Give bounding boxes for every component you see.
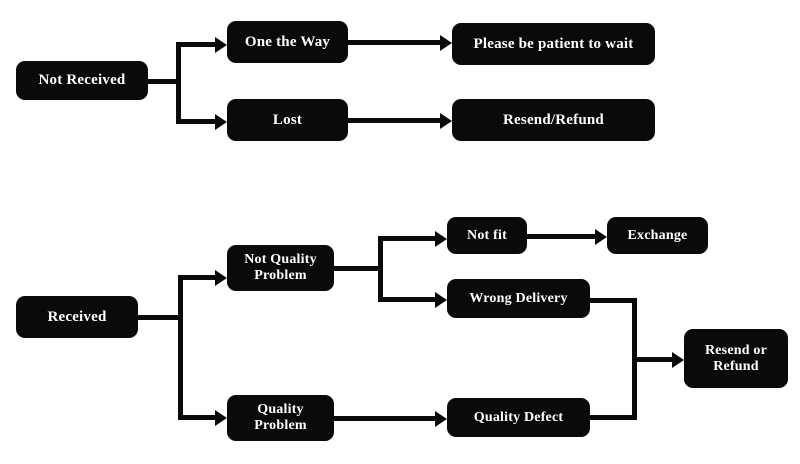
node-not-quality-problem[interactable]: Not Quality Problem	[227, 245, 334, 291]
arrowhead-to-lost	[215, 113, 227, 130]
arrowhead-to-quality-defect	[435, 410, 447, 427]
connector-wrong-delivery-merge	[590, 298, 637, 303]
node-quality-problem[interactable]: Quality Problem	[227, 395, 334, 441]
node-resend-refund-label: Resend/Refund	[503, 111, 604, 128]
node-resend-or-refund-label-line1: Resend or	[704, 342, 768, 358]
node-please-be-patient-label: Please be patient to wait	[473, 35, 634, 52]
connector-not-received-stem	[148, 79, 181, 84]
node-lost-label: Lost	[272, 111, 303, 128]
connector-received-trunk	[178, 275, 183, 420]
connector-not-fit-to-exchange	[527, 234, 599, 239]
arrowhead-to-not-fit	[435, 230, 447, 247]
arrowhead-to-resend-refund	[440, 112, 452, 129]
connector-to-lost	[176, 119, 220, 124]
node-quality-problem-label-line2: Problem	[254, 418, 307, 433]
node-not-fit-label: Not fit	[467, 227, 507, 243]
arrowhead-to-resend-or-refund	[672, 351, 684, 368]
node-not-quality-problem-label-line1: Not Quality	[244, 252, 317, 268]
connector-received-stem	[138, 315, 183, 320]
arrowhead-to-wrong-delivery	[435, 291, 447, 308]
node-please-be-patient-to-wait[interactable]: Please be patient to wait	[452, 23, 655, 65]
node-wrong-delivery[interactable]: Wrong Delivery	[447, 279, 590, 318]
connector-to-not-fit	[378, 236, 440, 241]
connector-not-quality-splitter-trunk	[378, 236, 383, 302]
arrowhead-to-one-the-way	[215, 36, 227, 53]
node-one-the-way-label: One the Way	[244, 33, 331, 50]
arrowhead-to-exchange	[595, 228, 607, 245]
connector-to-wrong-delivery	[378, 297, 440, 302]
connector-quality-problem-to-defect	[334, 416, 440, 421]
node-quality-problem-label-line1: Quality	[257, 402, 304, 418]
arrowhead-to-wait	[440, 34, 452, 51]
node-exchange-label: Exchange	[627, 227, 688, 243]
node-resend-or-refund[interactable]: Resend or Refund	[684, 329, 788, 388]
node-not-quality-problem-label-line2: Problem	[254, 268, 307, 283]
connector-one-the-way-to-wait	[348, 40, 444, 45]
node-quality-defect[interactable]: Quality Defect	[447, 398, 590, 437]
node-resend-refund[interactable]: Resend/Refund	[452, 99, 655, 141]
node-not-fit[interactable]: Not fit	[447, 217, 527, 254]
connector-lost-to-resend-refund	[348, 118, 444, 123]
connector-quality-defect-merge	[590, 415, 637, 420]
node-wrong-delivery-label: Wrong Delivery	[469, 290, 568, 306]
node-received-label: Received	[47, 308, 107, 325]
arrowhead-to-not-quality-problem	[215, 269, 227, 286]
connector-merge-to-resend-or-refund	[632, 357, 678, 362]
node-received[interactable]: Received	[16, 296, 138, 338]
node-exchange[interactable]: Exchange	[607, 217, 708, 254]
node-lost[interactable]: Lost	[227, 99, 348, 141]
node-resend-or-refund-label-line2: Refund	[713, 358, 759, 374]
connector-to-not-quality-problem	[178, 275, 220, 280]
connector-not-received-trunk	[176, 42, 181, 124]
node-not-received-label: Not Received	[38, 72, 126, 89]
connector-not-quality-problem-stem	[334, 266, 383, 271]
node-not-received[interactable]: Not Received	[16, 61, 148, 100]
arrowhead-to-quality-problem	[215, 409, 227, 426]
node-one-the-way[interactable]: One the Way	[227, 21, 348, 63]
connector-to-one-the-way	[176, 42, 220, 47]
node-quality-defect-label: Quality Defect	[473, 409, 564, 425]
connector-to-quality-problem	[178, 415, 220, 420]
